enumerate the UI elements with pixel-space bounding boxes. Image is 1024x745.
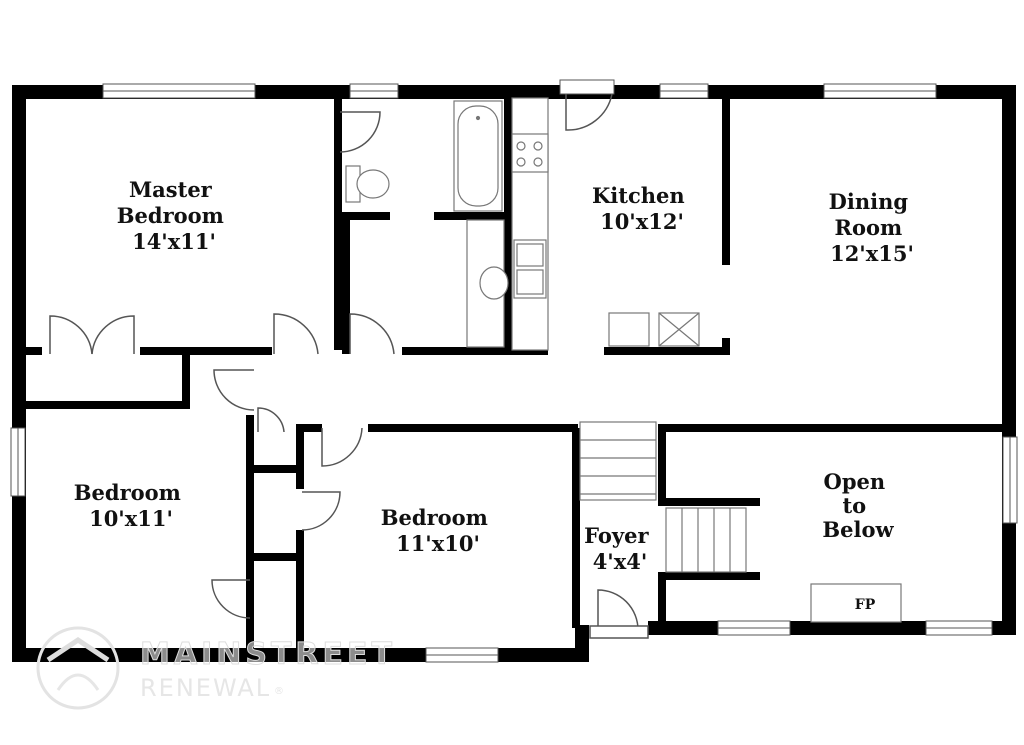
fireplace-label: FP	[855, 597, 876, 613]
toilet-bowl	[356, 169, 390, 199]
room-label-foyer: Foyer 4'x4'	[584, 523, 656, 574]
room-label-kitchen: Kitchen 10'x12'	[592, 183, 692, 234]
interior-doors	[49, 111, 649, 639]
stairs-lower	[665, 507, 747, 573]
windows	[10, 83, 1018, 663]
stove	[511, 133, 549, 173]
bathtub-basin	[457, 105, 499, 207]
room-label-master-bedroom: Master Bedroom 14'x11'	[117, 177, 231, 254]
room-label-bedroom-left: Bedroom 10'x11'	[74, 480, 188, 531]
interior-walls	[22, 95, 1003, 660]
exterior-door-kitchen	[559, 79, 615, 131]
watermark-tagline: RENEWAL	[140, 674, 271, 702]
room-label-dining-room: Dining Room 12'x15'	[829, 189, 916, 266]
room-label-open-to-below: Open to Below	[822, 469, 894, 542]
dishwasher	[608, 312, 650, 347]
watermark-brand: MAINSTREET	[140, 637, 396, 672]
stairs-upper	[579, 421, 657, 501]
room-label-bedroom-center: Bedroom 11'x10'	[381, 505, 495, 556]
sink	[479, 266, 509, 300]
watermark-logo	[36, 626, 120, 710]
fixtures	[345, 97, 902, 623]
watermark-registered-mark: ®	[274, 686, 286, 697]
fireplace	[810, 583, 902, 623]
